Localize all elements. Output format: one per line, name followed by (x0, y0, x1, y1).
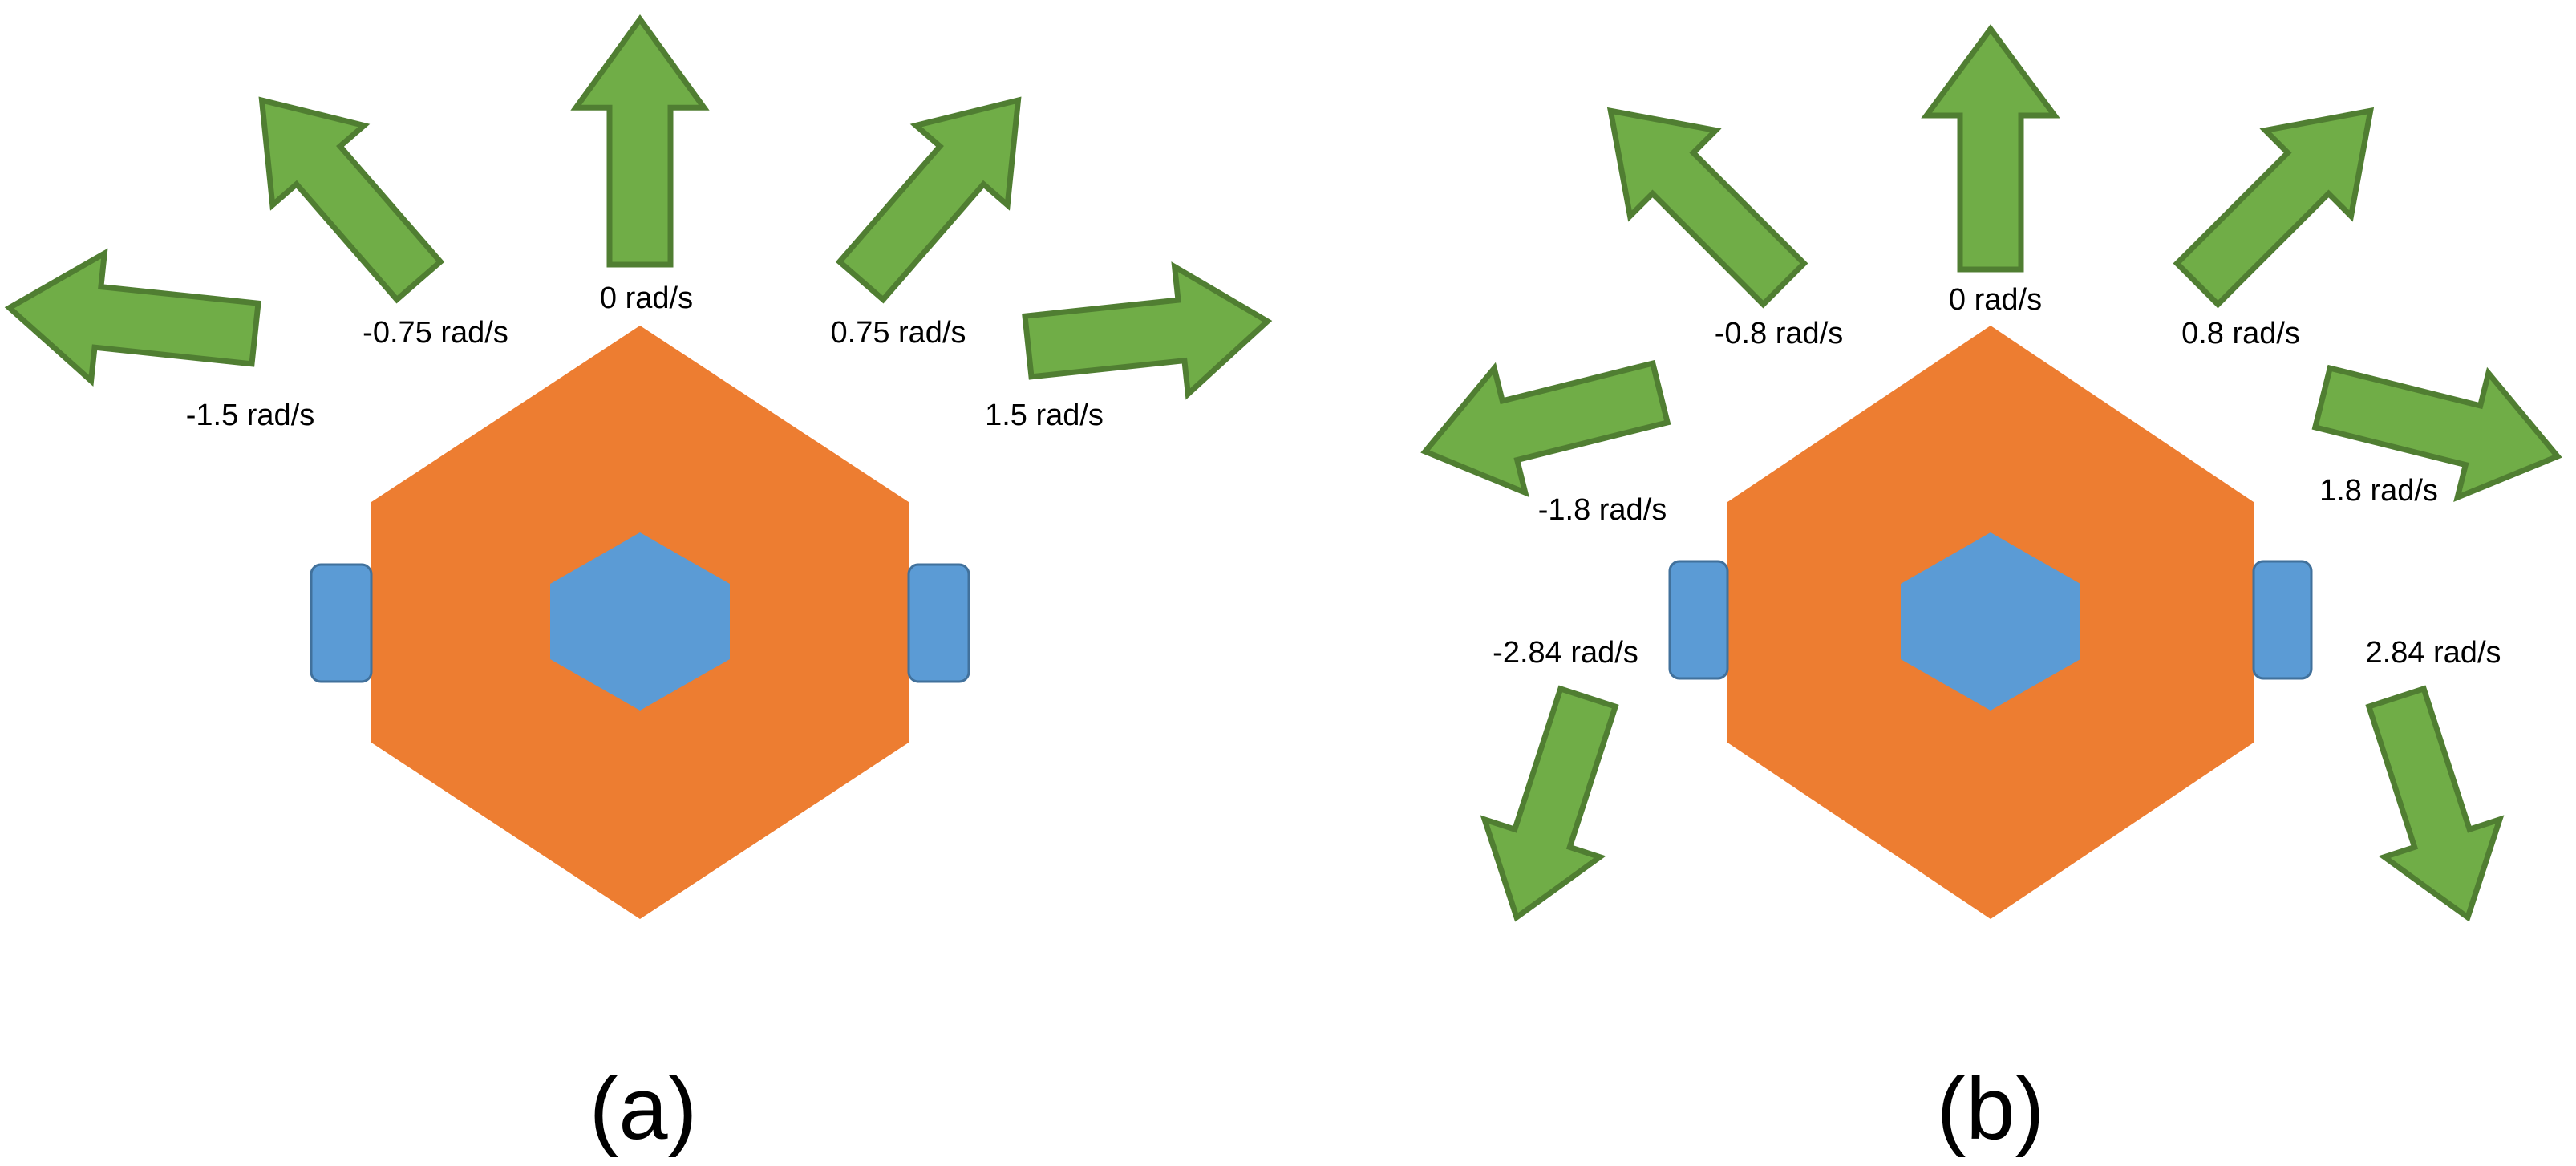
action-arrow-a-0: 0 rad/s (570, 14, 710, 315)
direction-arrow-icon (1022, 261, 1273, 400)
action-label: -2.84 rad/s (1493, 636, 1638, 670)
action-arrow-b-2.84: 2.84 rad/s (2365, 636, 2505, 922)
robot-a (310, 326, 970, 919)
action-arrow-b-1.8: 1.8 rad/s (2311, 364, 2562, 508)
action-label: 2.84 rad/s (2366, 636, 2501, 670)
direction-arrow-icon (2365, 685, 2505, 922)
action-label: -0.8 rad/s (1715, 317, 1844, 350)
panel-b: -2.84 rad/s -1.8 rad/s -0.8 rad/s 0 rad/… (1420, 24, 2562, 1158)
direction-arrow-icon (2173, 107, 2375, 309)
right-wheel (907, 563, 970, 683)
action-arrow-a-neg-1.5: -1.5 rad/s (4, 248, 315, 432)
direction-arrow-icon (258, 96, 445, 304)
action-label: 0.8 rad/s (2181, 317, 2300, 350)
direction-arrow-icon (1420, 359, 1671, 498)
action-label: 0 rad/s (600, 281, 693, 315)
left-wheel (1668, 560, 1729, 680)
action-label: 1.8 rad/s (2319, 474, 2438, 508)
action-label: 1.5 rad/s (985, 399, 1104, 432)
direction-arrow-icon (2311, 364, 2562, 503)
panel-caption: (b) (1937, 1059, 2044, 1158)
direction-arrow-icon (1606, 107, 1808, 309)
right-wheel (2252, 560, 2313, 680)
direction-arrow-icon (570, 14, 710, 268)
robot-b (1668, 326, 2313, 919)
panel-caption: (a) (589, 1059, 697, 1158)
direction-arrow-icon (4, 248, 261, 387)
action-arrow-b-neg-2.84: -2.84 rad/s (1480, 636, 1638, 922)
action-label: -1.5 rad/s (186, 399, 315, 432)
action-arrow-b-neg-0.8: -0.8 rad/s (1606, 107, 1844, 350)
action-label: -1.8 rad/s (1538, 493, 1667, 527)
sensor-hexagon (550, 532, 730, 711)
action-arrow-a-neg-0.75: -0.75 rad/s (258, 96, 508, 350)
action-label: 0 rad/s (1949, 283, 2042, 317)
action-arrow-b-neg-1.8: -1.8 rad/s (1420, 359, 1671, 527)
panel-a: -1.5 rad/s -0.75 rad/s 0 rad/s 0.75 rad/… (4, 14, 1273, 1158)
sensor-hexagon (1901, 532, 2080, 711)
action-label: 0.75 rad/s (831, 316, 966, 350)
action-arrow-a-0.75: 0.75 rad/s (831, 96, 1022, 350)
direction-arrow-icon (1921, 24, 2060, 273)
direction-arrow-icon (835, 96, 1022, 304)
action-label: -0.75 rad/s (363, 316, 508, 350)
left-wheel (310, 563, 373, 683)
direction-arrow-icon (1480, 685, 1619, 922)
action-arrow-b-0: 0 rad/s (1921, 24, 2060, 317)
action-arrow-a-1.5: 1.5 rad/s (985, 261, 1273, 432)
action-arrow-b-0.8: 0.8 rad/s (2173, 107, 2375, 350)
